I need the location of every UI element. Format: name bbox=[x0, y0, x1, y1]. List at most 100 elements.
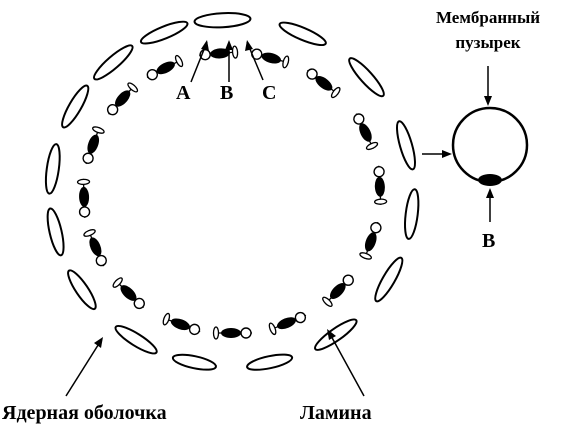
protein-anchor bbox=[92, 126, 105, 134]
membrane-protein bbox=[322, 274, 354, 307]
label-c: C bbox=[262, 82, 276, 104]
vesicle-protein-b bbox=[478, 174, 502, 186]
protein-anchor bbox=[174, 54, 184, 68]
protein-body bbox=[210, 48, 231, 59]
protein-head bbox=[306, 68, 318, 80]
protein-head bbox=[294, 311, 307, 324]
membrane-protein bbox=[353, 113, 379, 151]
protein-head bbox=[373, 166, 385, 178]
vesicle-title-line1: Мембранный bbox=[436, 8, 540, 27]
membrane-protein bbox=[146, 54, 184, 81]
protein-head bbox=[95, 254, 107, 267]
protein-body bbox=[277, 317, 296, 330]
envelope-fragment bbox=[404, 188, 420, 240]
protein-head bbox=[188, 323, 201, 336]
protein-body bbox=[374, 176, 385, 197]
protein-anchor bbox=[359, 252, 372, 260]
abc-arrowheads bbox=[201, 40, 253, 51]
envelope-fragment bbox=[314, 318, 358, 351]
envelope-fragment bbox=[396, 120, 416, 171]
envelope-fragment bbox=[46, 207, 65, 257]
envelope-fragment bbox=[61, 84, 90, 129]
protein-anchor bbox=[83, 229, 96, 237]
protein-body bbox=[261, 52, 282, 64]
envelope-fragment bbox=[193, 12, 252, 29]
protein-body bbox=[87, 134, 100, 154]
protein-body bbox=[170, 318, 191, 331]
membrane-protein bbox=[199, 45, 239, 61]
envelope-fragment bbox=[171, 353, 217, 371]
arrowhead-a bbox=[201, 40, 209, 51]
label-a: A bbox=[176, 82, 191, 104]
protein-anchor bbox=[365, 141, 379, 151]
arrowhead-b bbox=[225, 40, 233, 50]
vesicle-label-b: B bbox=[482, 230, 495, 252]
envelope-fragment bbox=[246, 353, 294, 371]
protein-body bbox=[329, 283, 346, 300]
label-nuclear-envelope: Ядерная оболочка bbox=[2, 402, 167, 424]
membrane-protein bbox=[373, 165, 388, 205]
membrane-vesicle bbox=[451, 106, 529, 186]
envelope-fragment bbox=[139, 20, 189, 45]
envelope-fragment bbox=[278, 21, 327, 47]
vesicle-top-arrowhead bbox=[484, 96, 492, 106]
bottom-arrowheads bbox=[94, 329, 336, 348]
lamina-arrowhead bbox=[327, 329, 336, 340]
membrane-protein bbox=[306, 68, 341, 99]
arrowhead-c bbox=[245, 40, 253, 51]
envelope-arrowhead bbox=[94, 337, 103, 348]
envelope-fragment bbox=[93, 44, 134, 81]
envelope-fragment bbox=[374, 256, 404, 303]
bottom-arrows bbox=[65, 333, 365, 397]
membrane-protein bbox=[106, 82, 139, 116]
protein-anchor bbox=[76, 178, 91, 186]
vesicle-membrane bbox=[451, 106, 529, 184]
envelope-arrow-shaft bbox=[65, 341, 101, 397]
protein-body bbox=[89, 237, 102, 257]
protein-anchor bbox=[373, 198, 388, 205]
protein-head bbox=[82, 152, 94, 164]
protein-anchor bbox=[330, 86, 341, 99]
protein-body bbox=[359, 123, 372, 142]
membrane-protein bbox=[162, 312, 201, 336]
protein-body bbox=[156, 61, 175, 75]
protein-anchor bbox=[282, 55, 290, 69]
protein-anchor bbox=[112, 277, 123, 288]
membrane-protein bbox=[82, 126, 105, 165]
membrane-protein bbox=[268, 311, 307, 336]
membrane-protein bbox=[250, 48, 290, 69]
membrane-proteins bbox=[76, 45, 388, 340]
protein-body bbox=[221, 328, 241, 338]
lamina-arrow-shaft bbox=[329, 333, 365, 397]
vesicle-arrowheads bbox=[442, 96, 494, 198]
protein-body bbox=[364, 232, 377, 252]
protein-body bbox=[115, 90, 131, 107]
membrane-protein bbox=[76, 178, 91, 218]
label-lamina: Ламина bbox=[300, 402, 372, 424]
protein-anchor bbox=[127, 82, 139, 93]
protein-anchor bbox=[162, 312, 171, 326]
membrane-protein bbox=[83, 229, 107, 267]
envelope-fragment bbox=[114, 325, 158, 355]
vesicle-bottom-arrowhead bbox=[486, 188, 494, 198]
protein-head bbox=[78, 206, 91, 218]
envelope-fragment bbox=[44, 143, 61, 195]
protein-head bbox=[370, 222, 382, 234]
membrane-protein bbox=[359, 221, 382, 260]
membrane-protein bbox=[212, 326, 252, 340]
label-b: B bbox=[220, 82, 233, 104]
protein-anchor bbox=[212, 326, 220, 340]
protein-head bbox=[353, 113, 365, 125]
protein-anchor bbox=[231, 45, 239, 59]
vesicle-title-line2: пузырек bbox=[455, 33, 520, 52]
membrane-protein bbox=[112, 277, 145, 310]
envelope-to-vesicle-arrowhead bbox=[442, 150, 452, 158]
protein-body bbox=[79, 186, 90, 207]
protein-head bbox=[240, 327, 252, 339]
protein-body bbox=[120, 285, 137, 301]
nuclear-envelope-fragments bbox=[44, 12, 420, 371]
envelope-fragment bbox=[348, 57, 385, 98]
protein-body bbox=[315, 76, 333, 91]
protein-anchor bbox=[322, 296, 333, 307]
